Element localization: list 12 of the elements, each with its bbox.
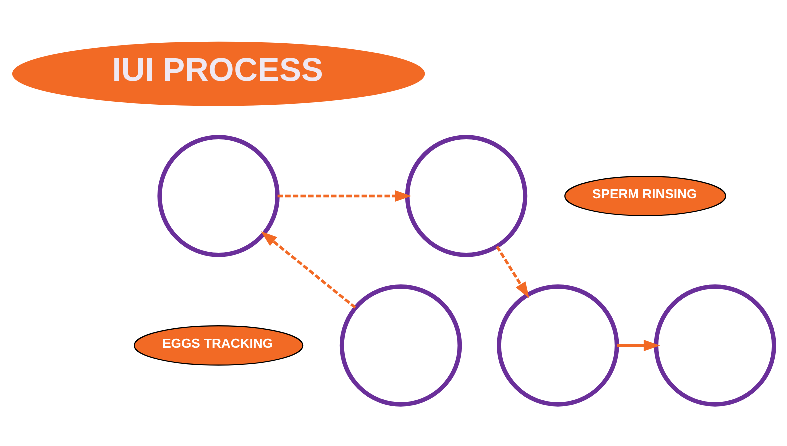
node-ellipse: SPERM RINSING xyxy=(564,176,726,216)
arrow xyxy=(278,190,412,202)
arrow xyxy=(617,339,660,351)
node-circle xyxy=(497,284,620,406)
node-circle xyxy=(340,284,462,406)
node-circle xyxy=(158,134,280,257)
node-circle xyxy=(654,284,776,406)
arrow xyxy=(496,246,530,298)
node-ellipse: EGGS TRACKING xyxy=(134,325,304,366)
arrow xyxy=(261,231,356,308)
node-circle xyxy=(405,134,528,257)
node-ellipse: IUI PROCESS xyxy=(12,41,426,106)
